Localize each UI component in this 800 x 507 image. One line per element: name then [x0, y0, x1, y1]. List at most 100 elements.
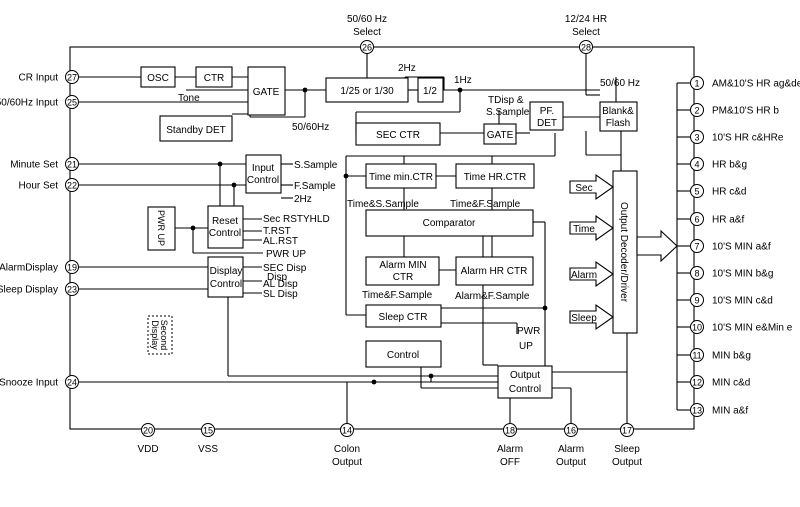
pin-label-28-line1: 12/24 HR [565, 14, 607, 25]
pin-label-19: AlarmDisplay [0, 263, 58, 274]
s-sample-label: S.Sample [294, 160, 338, 171]
sec-rstyhld-label: Sec RSTYHLD [263, 214, 330, 225]
pwr-up-signal-label: PWR UP [266, 249, 306, 260]
pin-27-number: 27 [67, 72, 77, 82]
osc-block: OSC [147, 73, 169, 84]
blank-flash-line1: Blank& [602, 106, 634, 117]
pin-label-21: Minute Set [10, 160, 58, 171]
alarm-f-sample-label: Alarm&F.Sample [455, 291, 530, 302]
pin-16-number: 16 [566, 425, 576, 435]
pin-label-16-line1: Alarm [558, 444, 584, 455]
chip-outline [69, 46, 695, 430]
2hz-label: 2Hz [398, 63, 416, 74]
reset-control-line1: Reset [212, 216, 238, 227]
time-min-ctr-block: Time min.CTR [369, 172, 433, 183]
control-block: Control [387, 350, 419, 361]
pin-12-circle [690, 375, 704, 389]
1hz-label: 1Hz [454, 75, 472, 86]
sec-ctr-block: SEC CTR [376, 130, 420, 141]
pin-label-24: Snooze Input [0, 378, 58, 389]
pin-1-number: 1 [694, 78, 699, 88]
pin-15-number: 15 [203, 425, 213, 435]
pin-label-2: PM&10'S HR b [712, 106, 779, 117]
pin-11-circle [690, 348, 704, 362]
pin-3-number: 3 [694, 132, 699, 142]
display-control-line2: Control [210, 279, 242, 290]
input-control-line1: Input [252, 163, 274, 174]
pin-4-number: 4 [694, 159, 699, 169]
time-s-sample-label: Time&S.Sample [347, 199, 419, 210]
tdisp-label: TDisp & [488, 95, 524, 106]
pin-label-17-line1: Sleep [614, 444, 640, 455]
disp-label: Disp [267, 272, 287, 283]
pin-22-circle [65, 178, 79, 192]
arrow-alarm-label: Alarm [571, 270, 597, 281]
alarm-min-ctr-line1: Alarm MIN [379, 260, 426, 271]
comparator-block: Comparator [423, 218, 476, 229]
pf-det-line1: PF. [540, 106, 554, 117]
pin-label-14-line2: Output [332, 457, 362, 468]
input-control-line2: Control [247, 175, 279, 186]
alarm-min-ctr-line2: CTR [393, 272, 414, 283]
display-control-line1: Display [210, 266, 243, 277]
sleep-ctr-block: Sleep CTR [379, 312, 428, 323]
pin-label-4: HR b&g [712, 160, 747, 171]
sl-disp-label: SL Disp [263, 289, 298, 300]
pin-24-number: 24 [67, 377, 77, 387]
s-sample-top-label: S.Sample [486, 107, 530, 118]
gate2-block: GATE [487, 130, 514, 141]
pin-label-6: HR a&f [712, 215, 744, 226]
arrow-sec-label: Sec [575, 183, 592, 194]
pin-25-circle [65, 95, 79, 109]
pin-label-9: 10'S MIN c&d [712, 296, 773, 307]
pin-13-circle [690, 403, 704, 417]
time-f-sample-label: Time&F.Sample [450, 199, 521, 210]
ctr-block: CTR [204, 73, 225, 84]
pin-10-number: 10 [692, 322, 702, 332]
pin-26-circle [360, 40, 374, 54]
pf-det-line2: DET [537, 118, 557, 129]
pin-18-number: 18 [505, 425, 515, 435]
wiring [79, 47, 690, 429]
pin-2-number: 2 [694, 105, 699, 115]
pin-label-22: Hour Set [19, 181, 59, 192]
pin-label-7: 10'S MIN a&f [712, 242, 771, 253]
output-decoder-block: Output Decoder/Driver [618, 202, 629, 303]
arrow-time-label: Time [573, 224, 595, 235]
second-display-line2: Display [150, 320, 160, 350]
50-60hz-gate-label: 50/60Hz [292, 122, 329, 133]
pin-9-circle [690, 293, 704, 307]
arrow-sleep-label: Sleep [571, 313, 597, 324]
pin-26-number: 26 [362, 42, 372, 52]
pin-12-number: 12 [692, 377, 702, 387]
pin-21-circle [65, 157, 79, 171]
reset-control-line2: Control [209, 228, 241, 239]
pin-20-circle [141, 423, 155, 437]
pin-label-26-line1: 50/60 Hz [347, 14, 387, 25]
50-60hz-pf-label: 50/60 Hz [600, 78, 640, 89]
div-1-2-block: 1/2 [423, 86, 437, 97]
pin-label-17-line2: Output [612, 457, 642, 468]
pin-16-circle [564, 423, 578, 437]
pin-17-circle [620, 423, 634, 437]
pin-label-14-line1: Colon [334, 444, 360, 455]
pwr-label: PWR [517, 326, 540, 337]
pin-17-number: 17 [622, 425, 632, 435]
pin-3-circle [690, 130, 704, 144]
time-f-sample-2-label: Time&F.Sample [362, 290, 433, 301]
pin-5-number: 5 [694, 186, 699, 196]
pin-7-number: 7 [694, 241, 699, 251]
pin-25-number: 25 [67, 97, 77, 107]
pin-20-number: 20 [143, 425, 153, 435]
blocks: OSC CTR GATE Standby DET 1/25 or 1/30 1/… [140, 66, 638, 399]
pin-label-5: HR c&d [712, 187, 746, 198]
pin-label-3: 10'S HR c&HRe [712, 133, 784, 144]
pin-8-circle [690, 266, 704, 280]
t-rst-label: T.RST [263, 226, 291, 237]
pin-label-25: 50/60Hz Input [0, 98, 58, 109]
gate1-block: GATE [253, 87, 280, 98]
pin-28-circle [579, 40, 593, 54]
